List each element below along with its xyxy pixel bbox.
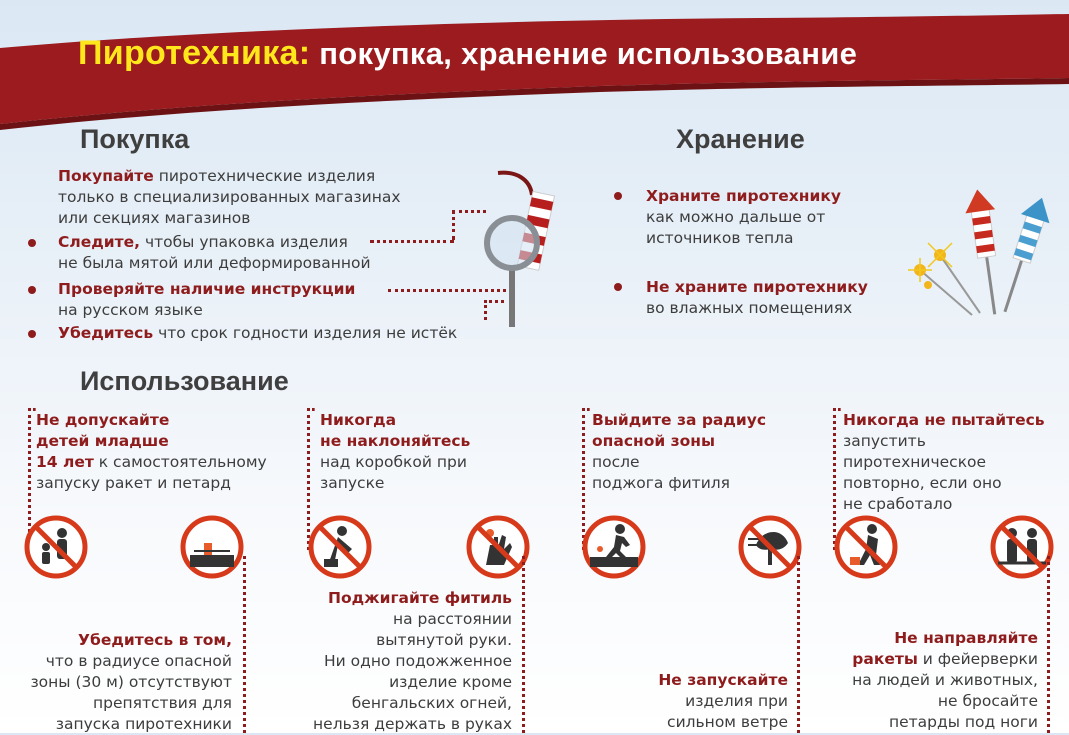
column-divider <box>833 408 836 550</box>
column-divider <box>28 408 31 550</box>
purchase-item-3: Проверяйте наличие инструкции на русском… <box>58 280 356 319</box>
no-hand-holding-icon <box>466 515 530 579</box>
column-divider <box>28 408 36 411</box>
storage-item-2: Не храните пиротехнику во влажных помеще… <box>646 278 868 317</box>
purchase-item-2: Следите, чтобы упаковка изделия не была … <box>58 233 371 272</box>
column-divider <box>582 408 585 550</box>
run-away-icon <box>582 515 646 579</box>
no-wind-icon <box>738 515 802 579</box>
no-aiming-at-people-icon <box>990 515 1054 579</box>
safe-distance-icon <box>180 515 244 579</box>
connector-line <box>370 240 454 243</box>
column-divider <box>522 556 525 733</box>
no-children-icon <box>24 515 88 579</box>
usage-col3-bottom: Не запускайте изделия при сильном ветре <box>658 671 788 731</box>
rockets-icon <box>908 189 1050 316</box>
column-divider <box>307 408 310 550</box>
usage-col1-bottom: Убедитесь в том, что в радиусе опасной з… <box>30 631 232 733</box>
column-divider <box>582 408 590 411</box>
purchase-item-4: Убедитесь что срок годности изделия не и… <box>58 324 458 342</box>
usage-heading: Использование <box>80 366 289 396</box>
magnifier-icon <box>484 170 556 327</box>
column-divider <box>307 408 315 411</box>
column-divider <box>1047 556 1050 733</box>
bullet <box>28 330 36 338</box>
storage-item-1: Храните пиротехнику как можно дальше от … <box>646 187 841 247</box>
no-relaunch-icon <box>834 515 898 579</box>
connector-line <box>484 300 504 303</box>
storage-heading: Хранение <box>676 124 805 154</box>
title-banner <box>0 14 1069 130</box>
column-divider <box>833 408 841 411</box>
usage-col1-top: Не допускайте детей младше 14 лет к само… <box>36 411 267 492</box>
column-divider <box>243 556 246 733</box>
usage-col4-top: Никогда не пытайтесь запустить пиротехни… <box>843 411 1045 513</box>
connector-line <box>484 300 487 320</box>
bullet <box>28 239 36 247</box>
sparkler-icon <box>908 242 981 316</box>
bullet <box>614 283 622 291</box>
usage-col3-top: Выйдите за радиус опасной зоны после под… <box>592 411 767 492</box>
usage-col2-top: Никогда не наклоняйтесь над коробкой при… <box>320 411 471 492</box>
connector-line <box>452 210 455 240</box>
bullet <box>614 192 622 200</box>
no-leaning-icon <box>308 515 372 579</box>
usage-col4-bottom: Не направляйте ракеты и фейерверки на лю… <box>852 629 1038 731</box>
connector-line <box>388 289 506 292</box>
connector-line <box>452 210 486 213</box>
bullet <box>28 286 36 294</box>
column-divider <box>797 556 800 733</box>
purchase-item-1: Покупайте пиротехнические изделия только… <box>58 167 401 227</box>
usage-col2-bottom: Поджигайте фитиль на расстоянии вытянуто… <box>313 589 512 733</box>
page-title: Пиротехника: покупка, хранение использов… <box>78 34 858 72</box>
purchase-heading: Покупка <box>80 124 190 154</box>
